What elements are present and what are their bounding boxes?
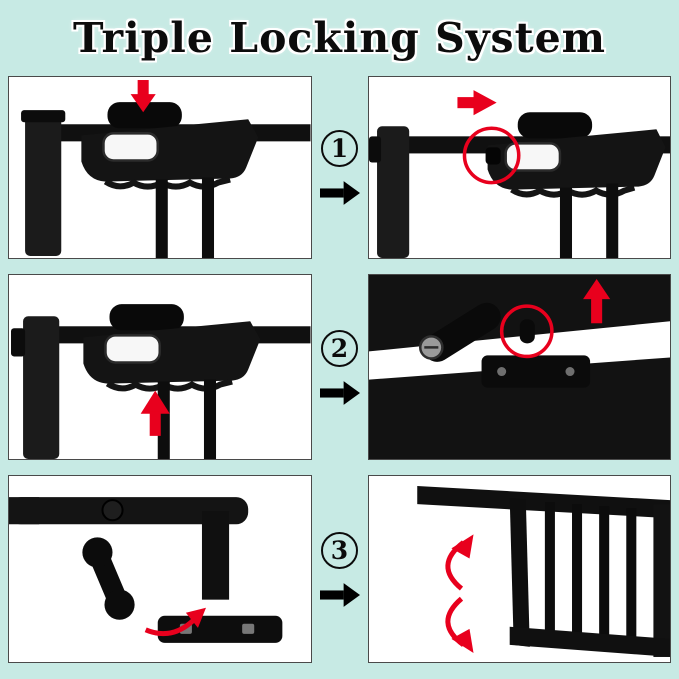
- rotate-bottom-lever-icon: [9, 497, 283, 643]
- panel-step2-after: [367, 274, 671, 460]
- step-1-badge: 1: [321, 130, 358, 167]
- press-top-lock-button-down-icon: [21, 80, 311, 258]
- step-3-badge: 3: [321, 531, 358, 569]
- step-3-indicator: 3: [312, 475, 368, 663]
- right-arrow-icon: [319, 380, 360, 405]
- bottom-locking-pin-detail-icon: [368, 275, 670, 459]
- panel-step1-after: [367, 76, 671, 259]
- step-1-indicator: 1: [312, 76, 368, 259]
- page-title: Triple Locking System: [72, 14, 607, 62]
- panel-step3-after: [367, 475, 671, 663]
- gate-swings-open-icon: [416, 486, 670, 657]
- step-2-indicator: 2: [312, 274, 368, 460]
- step-row-3: 3: [8, 475, 671, 663]
- right-arrow-icon: [319, 181, 360, 205]
- panel-step3-before: [8, 475, 312, 663]
- step-2-badge: 2: [321, 329, 358, 367]
- panel-step1-before: [8, 76, 312, 259]
- lift-handle-up-icon: [11, 304, 311, 459]
- slide-top-lock-button-right-icon: [368, 90, 670, 258]
- step-row-1: 1: [8, 76, 671, 259]
- right-arrow-icon: [319, 582, 360, 607]
- step-row-2: 2: [8, 274, 671, 460]
- panel-step2-before: [8, 274, 312, 460]
